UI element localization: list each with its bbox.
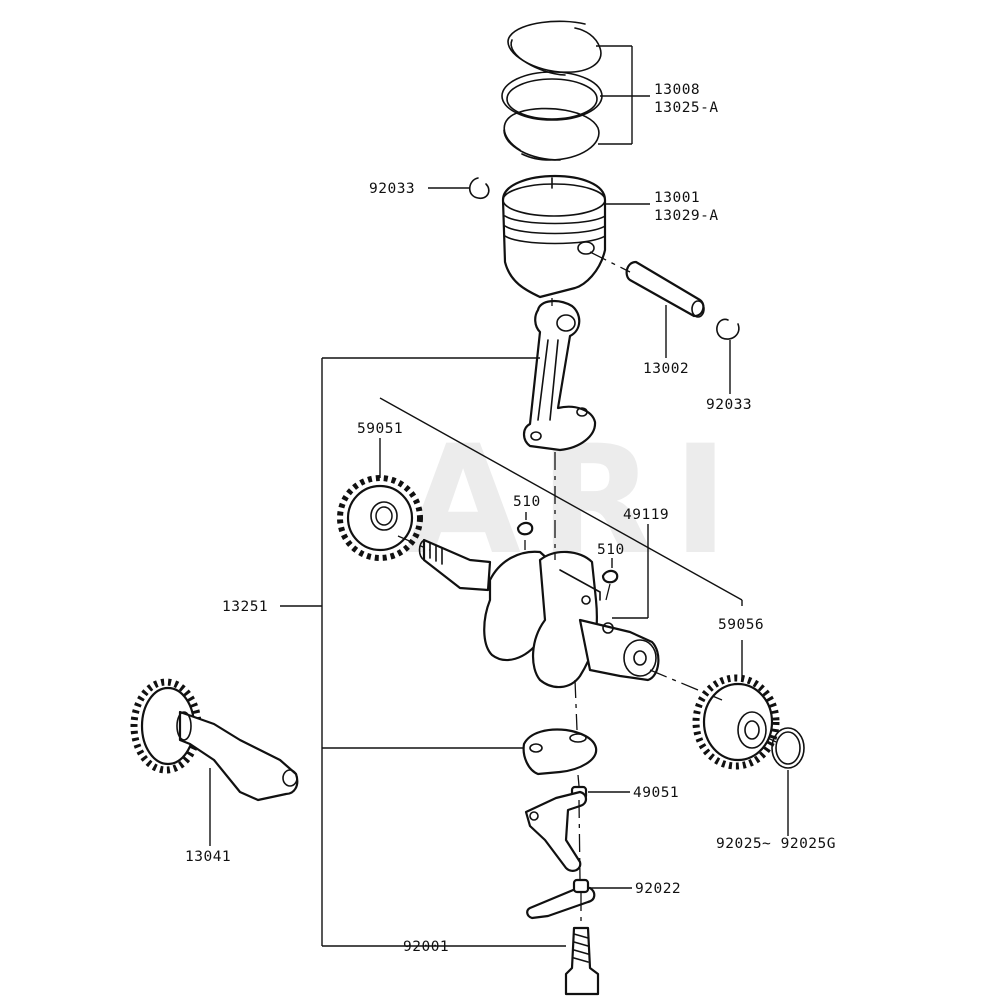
rod-bolt [564,926,600,996]
label-key-right: 510 [597,542,625,558]
label-helical-gear: 59056 [718,617,764,633]
callout-labels: 13008 13025-A 92033 13001 13029-A 13002 … [185,82,836,955]
piston-pin [589,251,705,318]
balancer-shaft [130,678,299,802]
helical-gear [692,674,780,770]
woodruff-key-right [601,569,619,584]
label-piston-alt: 13029-A [654,208,719,224]
crank-gear [337,475,423,561]
label-shim-range: 92025∼ 92025G [716,836,836,852]
piston [501,174,607,299]
label-rod-bolt: 92001 [403,939,449,955]
connecting-rod [522,300,597,452]
label-connecting-rod-assy: 13251 [222,599,268,615]
rod-cap [522,728,598,776]
label-crankshaft: 49119 [623,507,669,523]
label-piston-clip-right: 92033 [706,397,752,413]
label-piston: 13001 [654,190,700,206]
crankshaft [418,538,660,689]
leader-lines [209,45,789,947]
label-piston-pin: 13002 [643,361,689,377]
circlip-left [468,177,490,200]
label-lock-plate: 92022 [635,881,681,897]
circlip-right [716,318,740,340]
label-piston-rings-alt: 13025-A [654,100,719,116]
shim-ring [771,727,805,769]
label-rod-bolt-washer: 49051 [633,785,679,801]
label-piston-rings: 13008 [654,82,700,98]
label-key-left: 510 [513,494,541,510]
label-balancer-shaft: 13041 [185,849,231,865]
woodruff-key-left [516,521,534,536]
label-crank-gear: 59051 [357,421,403,437]
piston-rings [501,20,603,161]
oil-dipper [524,790,588,872]
label-piston-clip-left: 92033 [369,181,415,197]
lock-plate [526,878,596,920]
